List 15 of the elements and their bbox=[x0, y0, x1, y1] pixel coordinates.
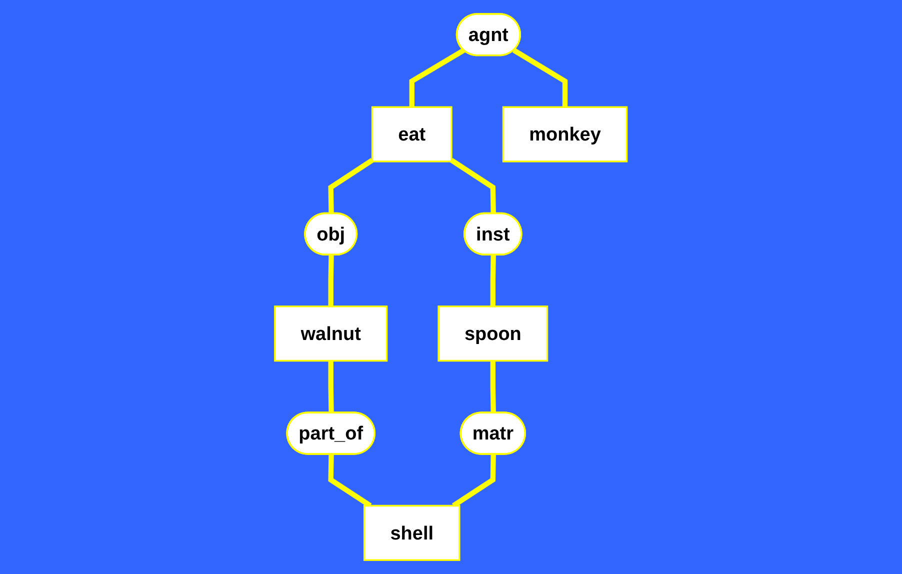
node-box: eat bbox=[372, 106, 452, 162]
connector bbox=[409, 48, 466, 108]
connector bbox=[450, 158, 496, 214]
connector bbox=[328, 255, 334, 306]
connector bbox=[490, 360, 496, 413]
node-box: spoon bbox=[438, 306, 548, 362]
connector bbox=[328, 454, 372, 508]
connector bbox=[328, 158, 374, 214]
node-box: monkey bbox=[502, 106, 628, 162]
node-box: shell bbox=[364, 504, 460, 561]
connector bbox=[328, 360, 334, 413]
node-box: walnut bbox=[274, 306, 388, 362]
connector bbox=[512, 48, 568, 108]
connector bbox=[490, 255, 496, 306]
connector bbox=[452, 454, 496, 508]
